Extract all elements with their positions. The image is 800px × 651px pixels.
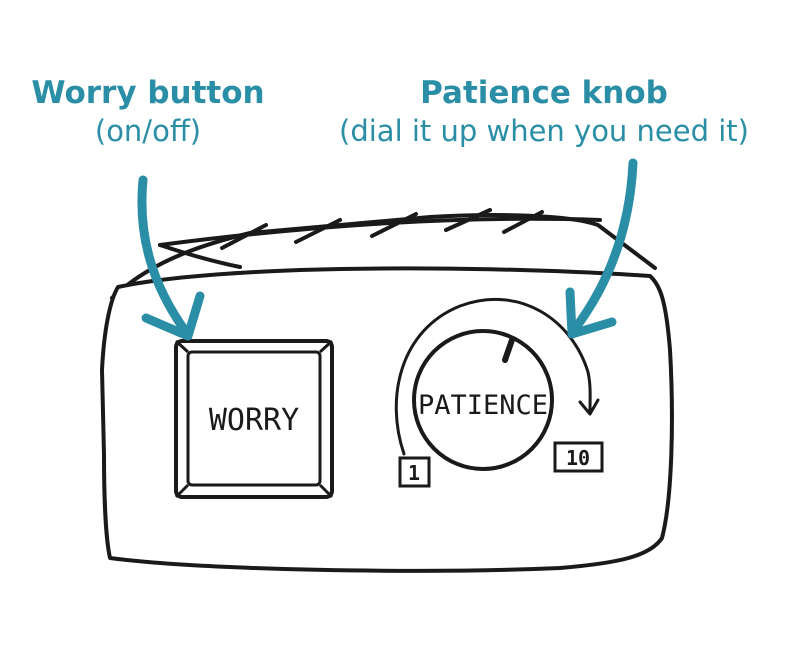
patience-knob[interactable]: PATIENCE xyxy=(412,329,554,471)
dial-max-label: 10 xyxy=(566,446,590,470)
patience-knob-label: PATIENCE xyxy=(418,390,548,421)
patience-arrow-icon xyxy=(565,158,638,339)
patience-knob-callout: Patience knob (dial it up when you need … xyxy=(298,74,790,150)
patience-callout-title: Patience knob xyxy=(420,75,668,111)
worry-button[interactable]: WORRY xyxy=(174,339,334,499)
worry-button-label: WORRY xyxy=(209,403,299,438)
patience-callout-subtitle: (dial it up when you need it) xyxy=(339,114,749,148)
worry-callout-title: Worry button xyxy=(31,75,265,111)
dial-min-marker: 1 xyxy=(398,456,431,488)
dial-arc xyxy=(394,297,592,456)
dial-arrowhead-icon xyxy=(578,398,600,416)
worry-arrow-icon xyxy=(137,175,205,341)
dial-max-marker: 10 xyxy=(553,441,604,473)
knob-indicator xyxy=(502,337,515,363)
dial-min-label: 1 xyxy=(408,461,420,485)
worry-button-callout: Worry button (on/off) xyxy=(28,74,268,150)
worry-callout-subtitle: (on/off) xyxy=(94,114,202,148)
